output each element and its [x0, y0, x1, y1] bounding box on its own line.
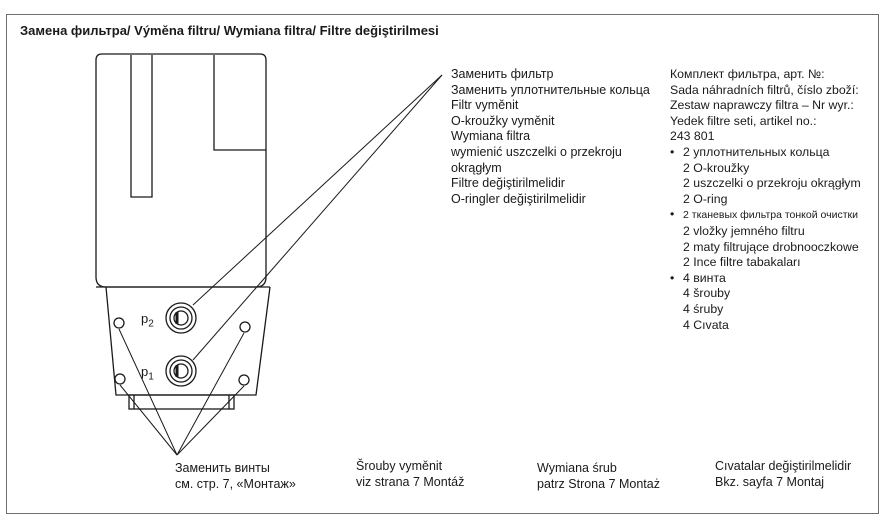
filter-line: Filtre değiştirilmelidir — [451, 176, 565, 191]
screw-caption-pl: Wymiana śrub patrz Strona 7 Montaż — [537, 461, 660, 491]
filter-kit-text: Комплект фильтра, арт. №: Sada náhradníc… — [670, 67, 861, 333]
kit-item: 2 maty filtrujące drobnooczkowe — [683, 239, 859, 254]
filter-line: O-kroužky vyměnit — [451, 113, 555, 128]
kit-item: 2 O-ring — [683, 191, 728, 206]
kit-header-line: Комплект фильтра, арт. №: — [670, 67, 825, 81]
screw-caption-cs: Šrouby vyměnit viz strana 7 Montáž — [356, 459, 465, 489]
device-top-step — [213, 55, 266, 151]
kit-item: 4 винта — [670, 271, 861, 287]
kit-item: 4 śruby — [683, 301, 724, 316]
page-frame — [6, 14, 879, 514]
port-p1-label: p1 — [141, 364, 154, 383]
filter-line: Заменить фильтр — [451, 67, 554, 81]
device-foot — [128, 394, 235, 410]
filter-line: Заменить уплотнительные кольца — [451, 82, 650, 97]
kit-article-number: 243 801 — [670, 129, 715, 144]
page-title: Замена фильтра/ Výměna filtru/ Wymiana f… — [20, 23, 439, 38]
device-upper-housing — [95, 53, 267, 288]
screw-top-right — [239, 321, 251, 333]
device-handle — [130, 55, 153, 198]
filter-line: okrągłym — [451, 160, 502, 175]
kit-item: 2 vložky jemného filtru — [683, 223, 805, 238]
filter-leader-lines — [192, 74, 443, 361]
filter-line: Filtr vyměnit — [451, 98, 519, 113]
screw-bottom-right — [238, 374, 250, 386]
screw-caption-tr: Cıvatalar değiştirilmelidir Bkz. sayfa 7… — [715, 459, 852, 489]
kit-item: 2 тканевых фильтра тонкой очистки — [670, 207, 861, 224]
filter-line: wymienić uszczelki o przekroju — [451, 144, 622, 159]
screw-top-left — [113, 317, 125, 329]
filter-replace-text: Заменить фильтр Заменить уплотнительные … — [451, 67, 650, 207]
port-p2-label: p2 — [141, 311, 154, 330]
screw-bottom-left — [114, 373, 126, 385]
kit-header-line: Zestaw naprawczy filtra – Nr wyr.: — [670, 98, 854, 113]
port-p2-fitting — [165, 302, 197, 334]
kit-item: 2 уплотнительных кольца — [670, 145, 861, 161]
kit-header-line: Sada náhradních filtrů, číslo zboží: — [670, 82, 859, 97]
port-p1-fitting — [165, 355, 197, 387]
kit-item: 4 šrouby — [683, 286, 731, 301]
kit-item: 2 O-kroužky — [683, 160, 750, 175]
kit-item: 2 uszczelki o przekroju okrągłym — [683, 176, 861, 191]
filter-line: O-ringler değiştirilmelidir — [451, 191, 586, 206]
kit-header-line: Yedek filtre seti, artikel no.: — [670, 113, 817, 128]
filter-line: Wymiana filtra — [451, 129, 531, 144]
screw-leader-lines — [118, 328, 245, 456]
screw-caption-ru: Заменить винты см. стр. 7, «Монтаж» — [175, 461, 296, 491]
kit-item: 4 Cıvata — [683, 317, 729, 332]
kit-item: 2 Ince filtre tabakaları — [683, 255, 801, 270]
